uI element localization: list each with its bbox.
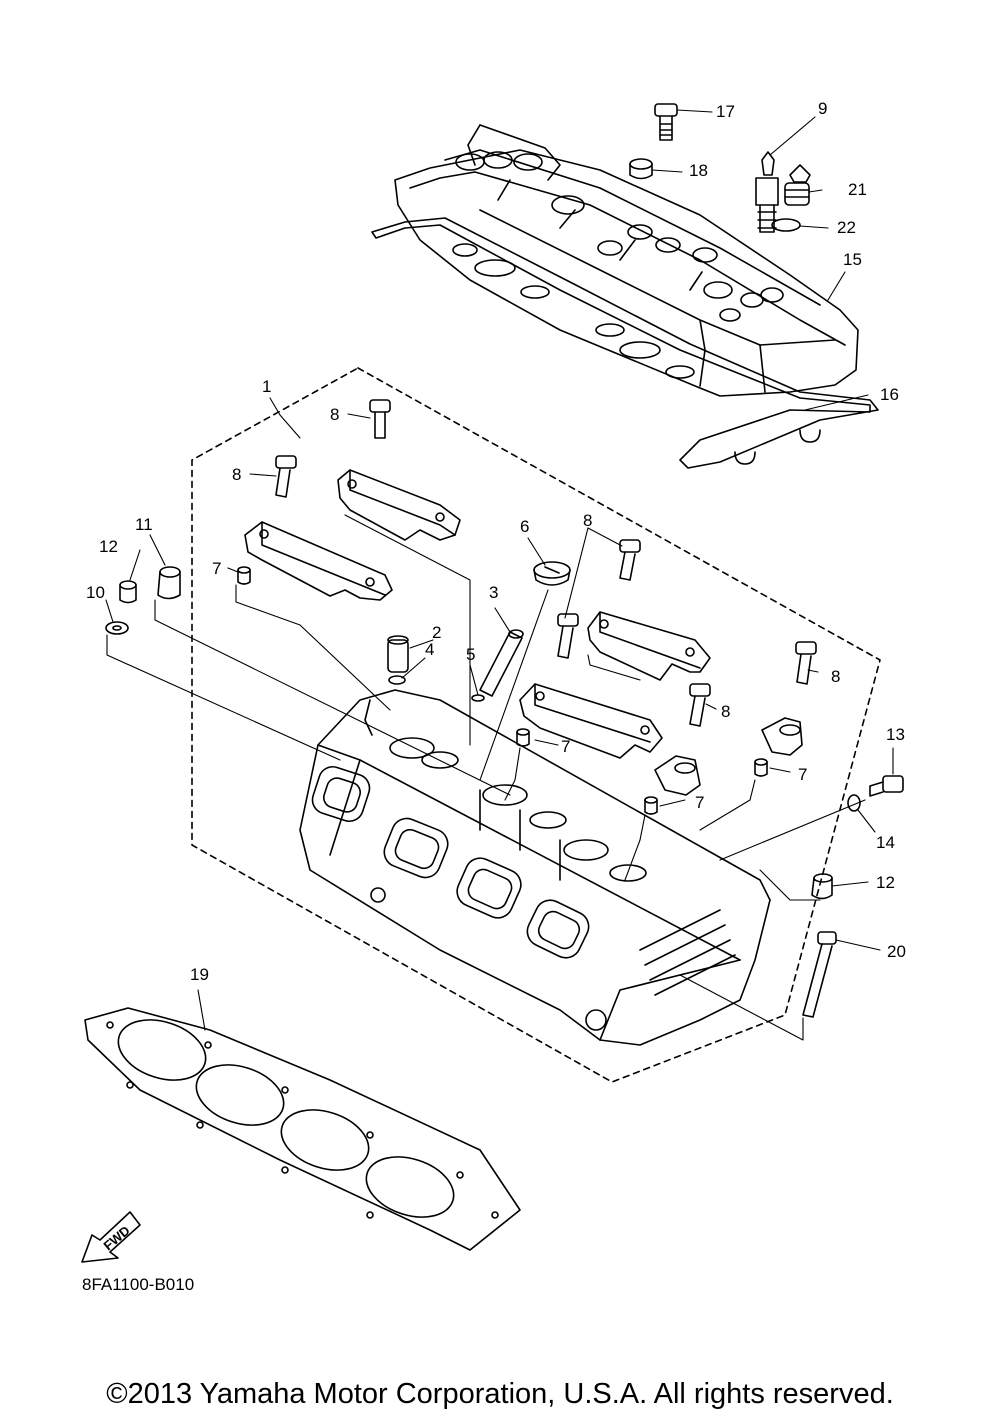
collar-12-left: [119, 580, 137, 604]
callouts: 1 2 3 4 5 6 7 7 7 7 7 8 8 8 8 8 9 10 11 …: [86, 99, 906, 984]
camshaft-cap-upper-left: [337, 469, 461, 541]
callout-15: 15: [843, 250, 862, 269]
camshaft-cap-left: [244, 521, 393, 601]
callout-22: 22: [837, 218, 856, 237]
callout-7-c: 7: [695, 793, 704, 812]
fwd-arrow-icon: FWD: [81, 1211, 141, 1263]
plug-6: [533, 561, 571, 586]
head-cover-gasket: [371, 217, 879, 469]
clip-4: [388, 675, 406, 685]
callout-6: 6: [520, 517, 529, 536]
callout-8-d: 8: [831, 667, 840, 686]
bolt-8-a: [369, 399, 391, 439]
diagram-code: 8FA1100-B010: [82, 1275, 195, 1294]
bolt-8-e: [795, 641, 817, 685]
callout-12-a: 12: [99, 537, 118, 556]
bolt-8-d: [557, 613, 579, 659]
bolt-8-b: [275, 455, 297, 498]
callout-18: 18: [689, 161, 708, 180]
cylinder-head: [299, 689, 771, 1046]
callout-21: 21: [848, 180, 867, 199]
leader-lines: [105, 109, 894, 1041]
callout-20: 20: [887, 942, 906, 961]
camshaft-cap-small-lower: [654, 755, 701, 796]
dowel-pins-7: [237, 566, 768, 815]
callout-14: 14: [876, 833, 895, 852]
bolt-13: [869, 775, 904, 797]
fwd-label: FWD: [100, 1223, 132, 1254]
valve-lifter-2: [387, 635, 409, 673]
bolt-17: [654, 103, 678, 141]
collar-11: [157, 566, 181, 600]
callout-16: 16: [880, 385, 899, 404]
bolt-8-c: [619, 539, 641, 581]
head-gasket-19: [84, 1007, 521, 1251]
callout-1: 1: [262, 377, 271, 396]
callout-8-b: 8: [232, 465, 241, 484]
callout-11: 11: [135, 515, 153, 534]
callout-12-b: 12: [876, 873, 895, 892]
callout-7-d: 7: [798, 765, 807, 784]
grommet-18: [629, 158, 653, 180]
callout-10: 10: [86, 583, 105, 602]
callout-2: 2: [432, 623, 441, 642]
breather-fitting-21: [784, 164, 811, 206]
head-cover: [394, 124, 859, 465]
valve-guide-3: [479, 629, 524, 697]
clip-5: [471, 694, 485, 702]
callout-7-a: 7: [212, 559, 221, 578]
callout-4: 4: [425, 640, 434, 659]
callout-7-b: 7: [561, 737, 570, 756]
callout-19: 19: [190, 965, 209, 984]
bolt-8-f: [689, 683, 711, 727]
callout-9: 9: [818, 99, 827, 118]
callout-13: 13: [886, 725, 905, 744]
spark-plug-9: [755, 151, 779, 233]
callout-8-a: 8: [330, 405, 339, 424]
camshaft-cap-right: [587, 611, 711, 681]
callout-17: 17: [716, 102, 735, 121]
o-ring-22: [771, 218, 801, 232]
callout-3: 3: [489, 583, 498, 602]
assembly-boundary: [191, 367, 881, 1083]
callout-8-c: 8: [583, 511, 592, 530]
camshaft-cap-small-upper: [761, 717, 803, 756]
camshaft-cap-middle: [519, 683, 663, 759]
copyright-notice: ©2013 Yamaha Motor Corporation, U.S.A. A…: [106, 1378, 894, 1410]
bolt-20: [802, 931, 837, 1018]
callout-8-e: 8: [721, 702, 730, 721]
washer-10: [105, 621, 129, 635]
washer-14: [847, 794, 861, 812]
collar-12-right: [811, 873, 833, 900]
callout-5: 5: [466, 645, 475, 664]
